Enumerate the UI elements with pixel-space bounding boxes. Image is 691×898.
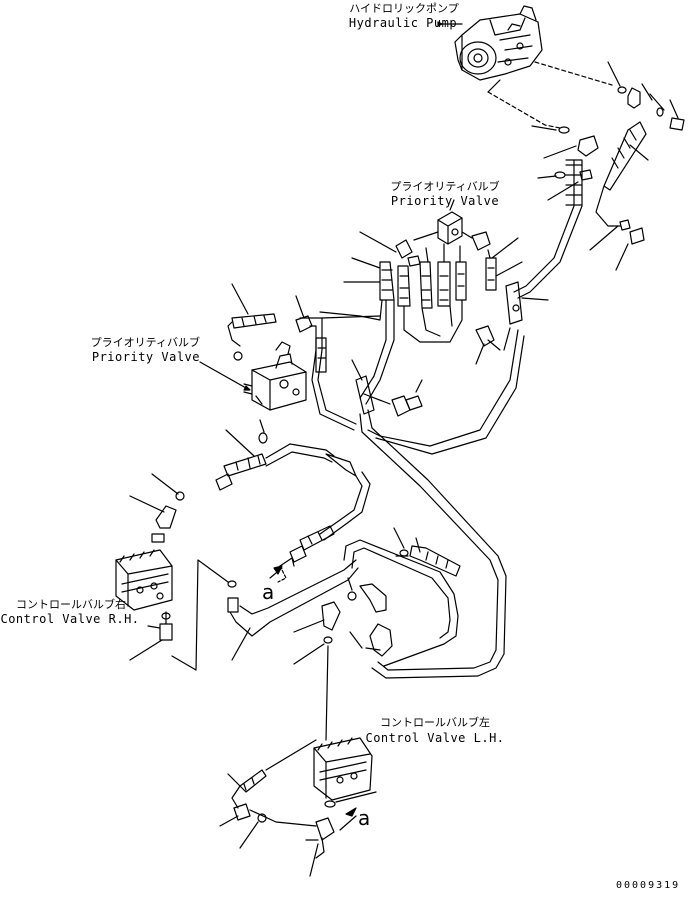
control-valve-rh-drawing (115, 549, 173, 611)
connection-mark-a-upper: a (262, 580, 275, 604)
priority-valve-left-label-jp: プライオリティバルブ (90, 336, 200, 349)
connection-mark-a-lower: a (358, 806, 371, 830)
hydraulic-pump-label-jp: ハイドロリックポンプ (349, 2, 459, 15)
control-valve-rh-label-jp: コントロールバルブ右 (16, 598, 126, 611)
document-number: 00009319 (616, 880, 681, 891)
priority-valve-top-label-en: Priority Valve (390, 194, 500, 208)
priority-valve-top-label-jp: プライオリティバルブ (390, 180, 500, 193)
control-valve-lh-drawing (313, 737, 373, 801)
central-clamp (351, 359, 423, 417)
priority-valve-top-drawing (437, 211, 463, 245)
control-valve-lh-label-en: Control Valve L.H. (365, 731, 505, 745)
priority-valve-left-drawing (243, 353, 307, 411)
priority-valve-hoses (379, 231, 497, 309)
hydraulic-pump-drawing (454, 5, 543, 81)
pump-fittings (554, 86, 685, 245)
hydraulic-pump-label-en: Hydraulic Pump (348, 16, 458, 30)
control-valve-rh-label-en: Control Valve R.H. (0, 612, 140, 626)
priority-valve-left-label-en: Priority Valve (91, 350, 200, 364)
control-valve-lh-label-jp: コントロールバルブ左 (380, 716, 490, 729)
